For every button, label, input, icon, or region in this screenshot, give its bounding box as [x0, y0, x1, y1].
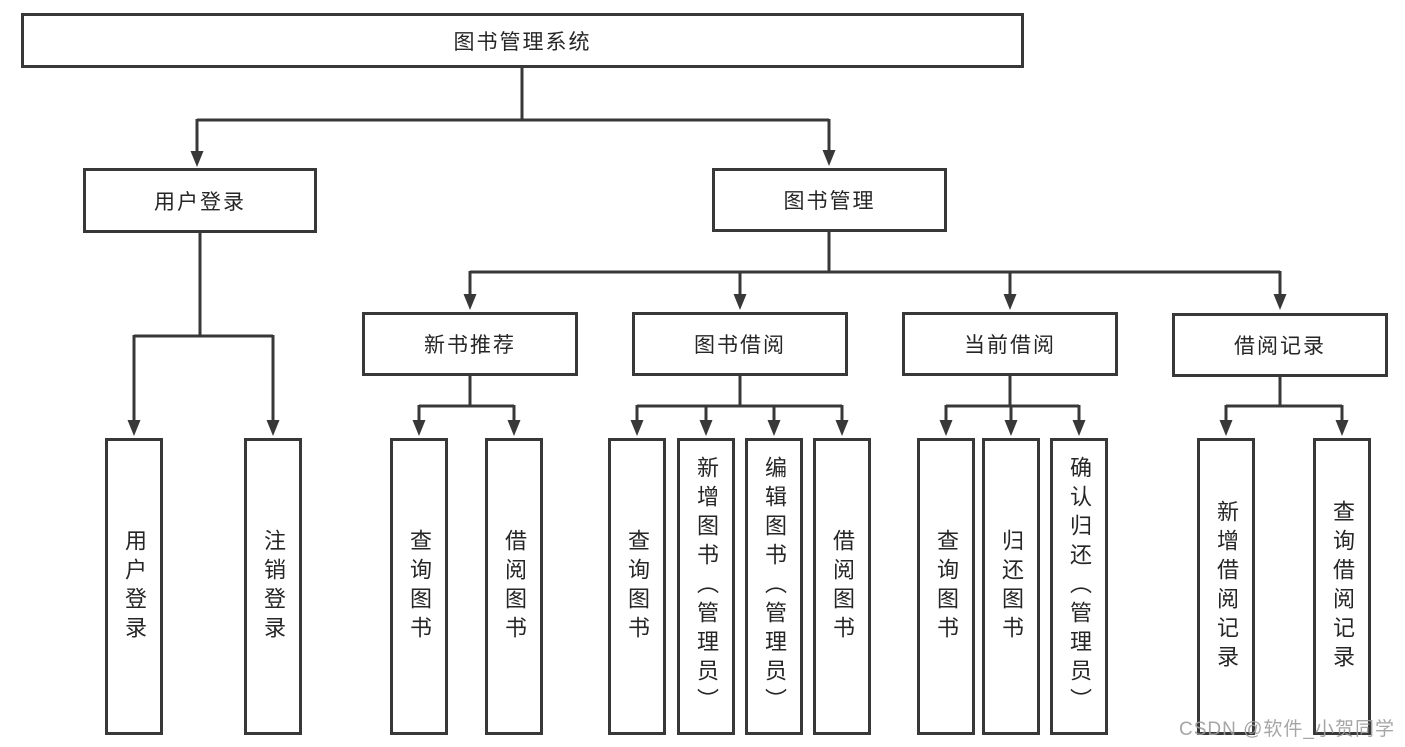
- node-leaf-borrow-books-recommend: 借阅图书: [485, 438, 543, 735]
- node-leaf-confirm-return-admin: 确认归还（管理员）: [1050, 438, 1108, 735]
- node-leaf-query-books-borrowing: 查询图书: [608, 438, 666, 735]
- node-current-borrowing: 当前借阅: [902, 312, 1118, 376]
- node-leaf-add-borrow-record: 新增借阅记录: [1197, 438, 1255, 735]
- node-leaf-query-books-current: 查询图书: [917, 438, 975, 735]
- node-new-book-recommendation: 新书推荐: [362, 312, 578, 376]
- node-leaf-borrow-books: 借阅图书: [813, 438, 871, 735]
- node-book-borrowing: 图书借阅: [632, 312, 848, 376]
- node-leaf-logout: 注销登录: [244, 438, 302, 735]
- node-leaf-edit-books-admin: 编辑图书（管理员）: [745, 438, 803, 735]
- node-leaf-query-borrow-record: 查询借阅记录: [1313, 438, 1371, 735]
- node-borrowing-records: 借阅记录: [1172, 313, 1388, 377]
- node-leaf-return-books: 归还图书: [982, 438, 1040, 735]
- node-leaf-user-login: 用户登录: [105, 438, 163, 735]
- node-book-management: 图书管理: [712, 168, 947, 232]
- node-leaf-add-books-admin: 新增图书（管理员）: [677, 438, 735, 735]
- node-user-login: 用户登录: [83, 168, 317, 233]
- node-leaf-query-books-recommend: 查询图书: [390, 438, 448, 735]
- node-library-management-system: 图书管理系统: [21, 13, 1024, 68]
- watermark-text: CSDN @软件_小贺同学: [1179, 719, 1395, 740]
